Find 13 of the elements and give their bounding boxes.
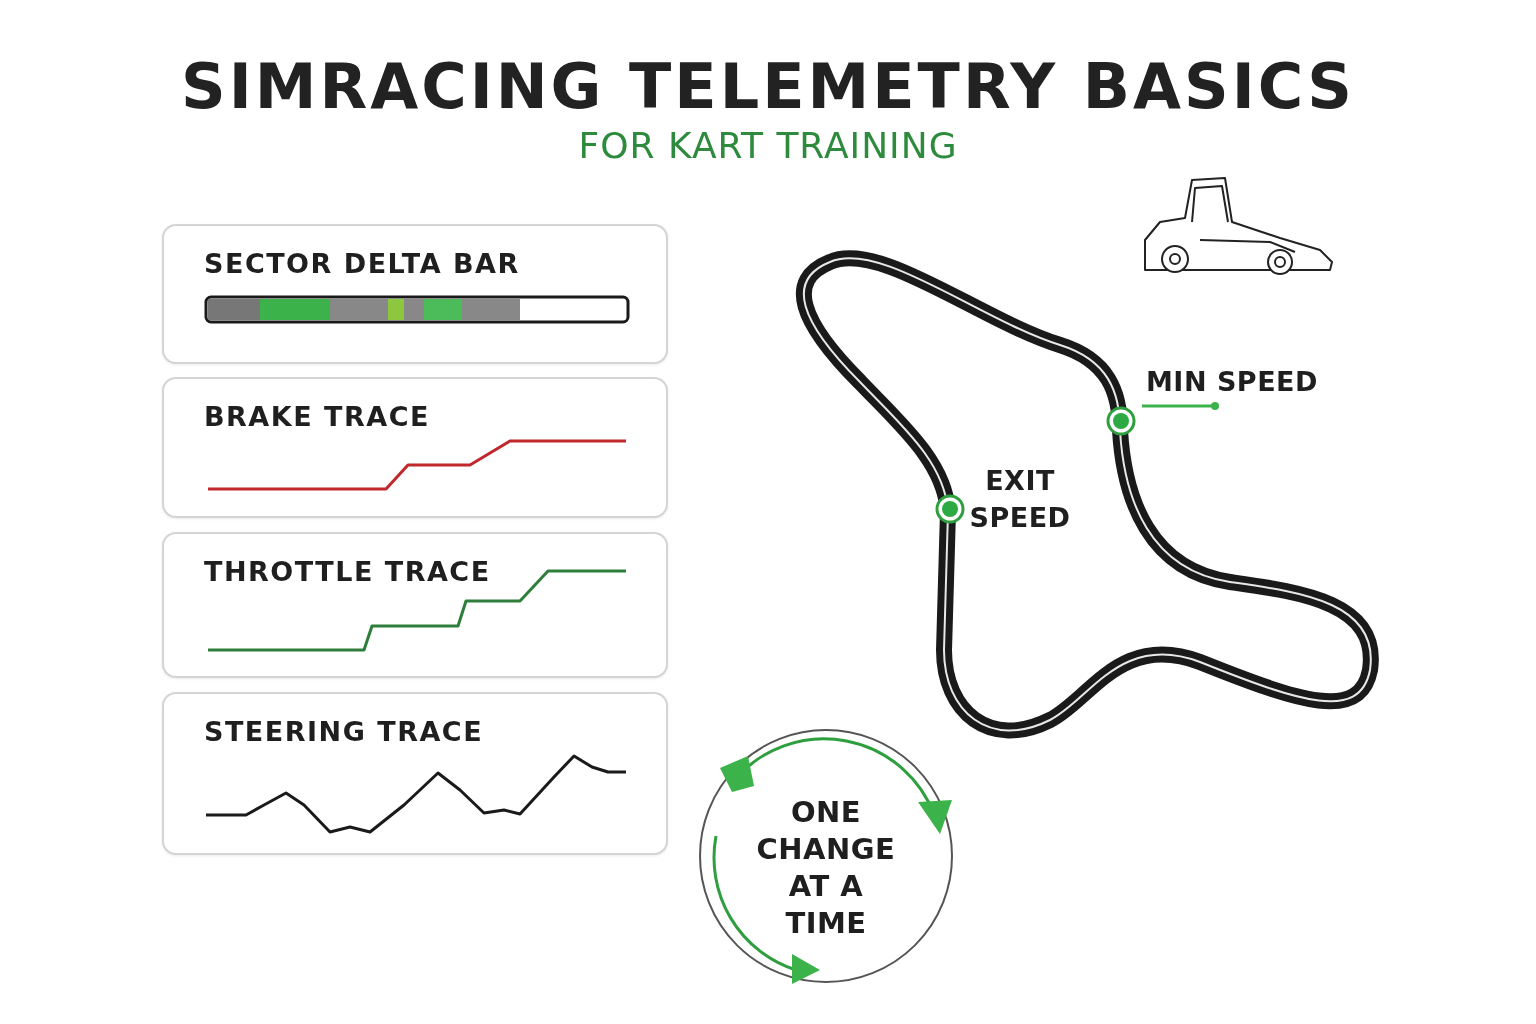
card-heading: BRAKE TRACE: [204, 401, 430, 432]
card-heading: SECTOR DELTA BAR: [204, 248, 520, 279]
telemetry-card: [162, 692, 668, 855]
card-heading: STEERING TRACE: [204, 716, 484, 747]
card-heading: THROTTLE TRACE: [204, 556, 491, 587]
subtitle: FOR KART TRAINING: [577, 125, 959, 166]
marker-label: EXIT SPEED: [968, 464, 1072, 535]
telemetry-card: [162, 377, 668, 518]
telemetry-card: [162, 532, 668, 678]
telemetry-card: [162, 224, 668, 364]
cycle-text: ONE CHANGE AT A TIME: [755, 794, 897, 942]
title: SIMRACING TELEMETRY BASICS: [180, 50, 1356, 123]
marker-label: MIN SPEED: [1146, 366, 1318, 397]
